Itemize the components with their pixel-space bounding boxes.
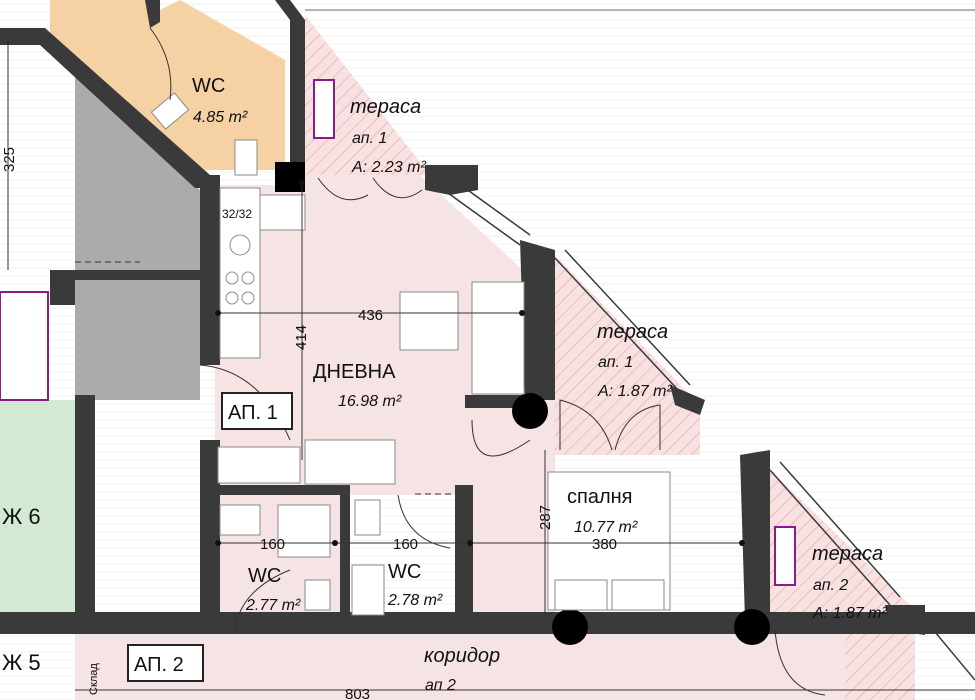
dim-436: 436 [358, 307, 383, 324]
bedroom-label-group: спалня 10.77 m² [567, 486, 638, 536]
bath-green-area [0, 400, 75, 615]
terrace-2-label-group: тераса ап. 2 A: 1.87 m² [812, 543, 887, 622]
terrace-1a-area [305, 15, 430, 175]
dim-160-b: 160 [393, 536, 418, 553]
corridor-apartment: ап 2 [425, 677, 456, 694]
terrace-2-name: тераса [812, 543, 883, 565]
wardrobes [0, 79, 796, 586]
bedroom-name: спалня [567, 486, 633, 508]
dimension-lines [7, 40, 975, 691]
dim-414: 414 [293, 325, 310, 350]
wc-top-floor [50, 0, 285, 170]
zh5-label: Ж 5 [2, 650, 41, 675]
zh6-label: Ж 6 [2, 504, 41, 529]
terrace-1b-area [555, 255, 700, 455]
terrace-1a-label-group: тераса ап. 1 A: 2.23 m² [350, 96, 426, 176]
dimension-ticks [215, 180, 745, 546]
ap2-tag-box [127, 644, 204, 682]
dim-287: 287 [537, 505, 554, 530]
dim-325: 325 [1, 147, 18, 172]
terrace-1b-name: тераса [597, 321, 668, 343]
wc-top-area: 4.85 m² [193, 109, 248, 126]
grey-hall-area [0, 40, 200, 270]
living-label-group: ДНЕВНА 16.98 m² [313, 361, 402, 410]
dim-803: 803 [345, 686, 370, 700]
corridor-name: коридор [424, 645, 500, 667]
dim-380: 380 [592, 536, 617, 553]
storage-label: Склад [88, 663, 100, 695]
terrace-1a-name: тераса [350, 96, 421, 118]
wc-right-name: WC [388, 561, 421, 583]
ap1-tag-box [221, 392, 293, 430]
terrace-1a-area: A: 2.23 m² [351, 159, 426, 176]
living-area: 16.98 m² [338, 393, 402, 410]
wc-top-label-group: WC 4.85 m² [192, 75, 248, 126]
terrace-1b-label-group: тераса ап. 1 A: 1.87 m² [597, 321, 672, 400]
ap2-tag: АП. 2 [134, 654, 184, 676]
glazing [305, 9, 975, 681]
corridor-label-group: коридор ап 2 [424, 645, 500, 694]
columns [275, 162, 770, 645]
terrace-1b-apartment: ап. 1 [598, 354, 633, 371]
wc-right-area: 2.78 m² [387, 592, 443, 609]
terrace-2-apartment: ап. 2 [813, 577, 848, 594]
dim-160-a: 160 [260, 536, 285, 553]
furniture [150, 92, 671, 616]
wc-right-label-group: WC 2.78 m² [387, 561, 443, 609]
grey-hall-lower [75, 270, 200, 615]
bedroom-area: 10.77 m² [574, 519, 638, 536]
terrace-2-area: A: 1.87 m² [812, 605, 887, 622]
terrace-1b-area: A: 1.87 m² [597, 383, 672, 400]
wc-top-name: WC [192, 75, 225, 97]
kitchen-code: 32/32 [222, 207, 252, 221]
terrace-1a-apartment: ап. 1 [352, 130, 387, 147]
living-name: ДНЕВНА [313, 361, 396, 383]
doors [75, 27, 826, 696]
wc-left-name: WC [248, 565, 281, 587]
wc-left-label-group: WC 2.77 m² [245, 565, 301, 614]
ap1-tag: АП. 1 [228, 402, 278, 424]
wc-left-area: 2.77 m² [245, 597, 301, 614]
